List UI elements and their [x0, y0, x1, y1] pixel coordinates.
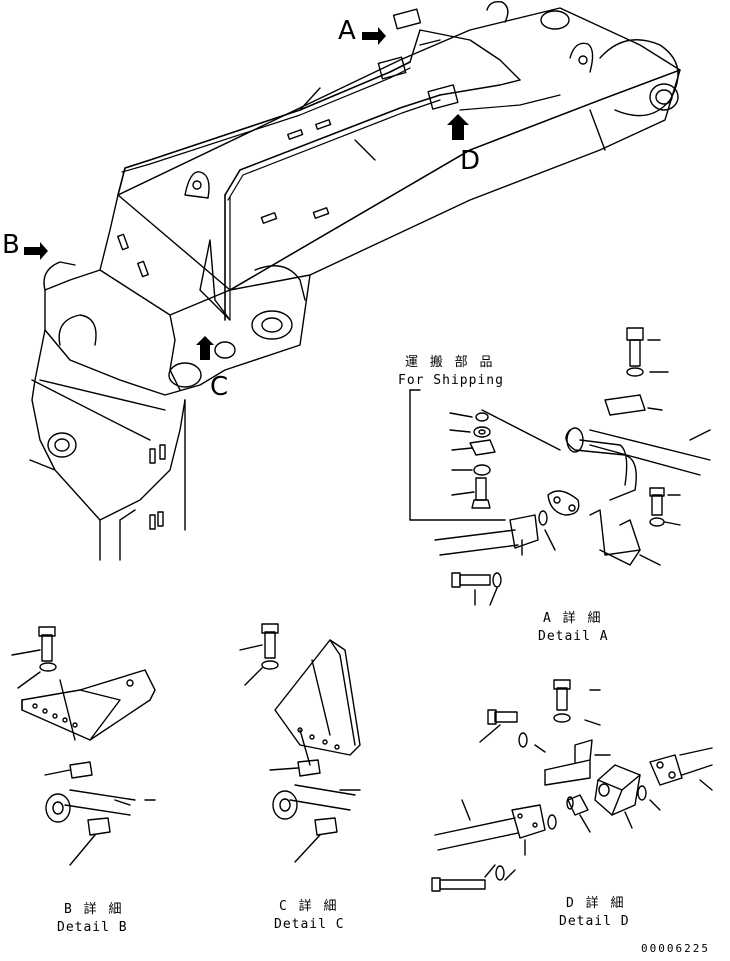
view-arrow-c [196, 336, 214, 360]
shipping-parts-group [409, 389, 561, 521]
detail-a-label-en: Detail A [538, 629, 609, 644]
detail-c-label-jp: C 詳 細 [279, 899, 339, 914]
view-arrow-a [362, 27, 386, 45]
detail-b-label-jp: B 詳 細 [64, 902, 124, 917]
detail-b-label-en: Detail B [57, 920, 128, 935]
drawing-number: 00006225 [641, 942, 710, 955]
shipping-label-jp: 運 搬 部 品 [405, 355, 495, 370]
detail-c-parts [239, 623, 361, 863]
shipping-label-en: For Shipping [398, 373, 504, 388]
detail-c-label-en: Detail C [274, 917, 345, 932]
view-arrow-d [447, 114, 469, 140]
view-label-a: A [338, 16, 356, 46]
view-label-b: B [2, 230, 20, 260]
view-label-c: C [210, 372, 229, 402]
detail-d-label-en: Detail D [559, 914, 630, 929]
detail-b-parts [11, 626, 156, 866]
detail-d-label-jp: D 詳 細 [566, 896, 626, 911]
boom-assembly [29, 0, 681, 561]
view-label-d: D [460, 146, 481, 176]
detail-a-parts [434, 327, 711, 606]
detail-d-parts [431, 679, 713, 892]
detail-a-label-jp: A 詳 細 [543, 611, 603, 626]
view-arrow-b [24, 242, 48, 260]
